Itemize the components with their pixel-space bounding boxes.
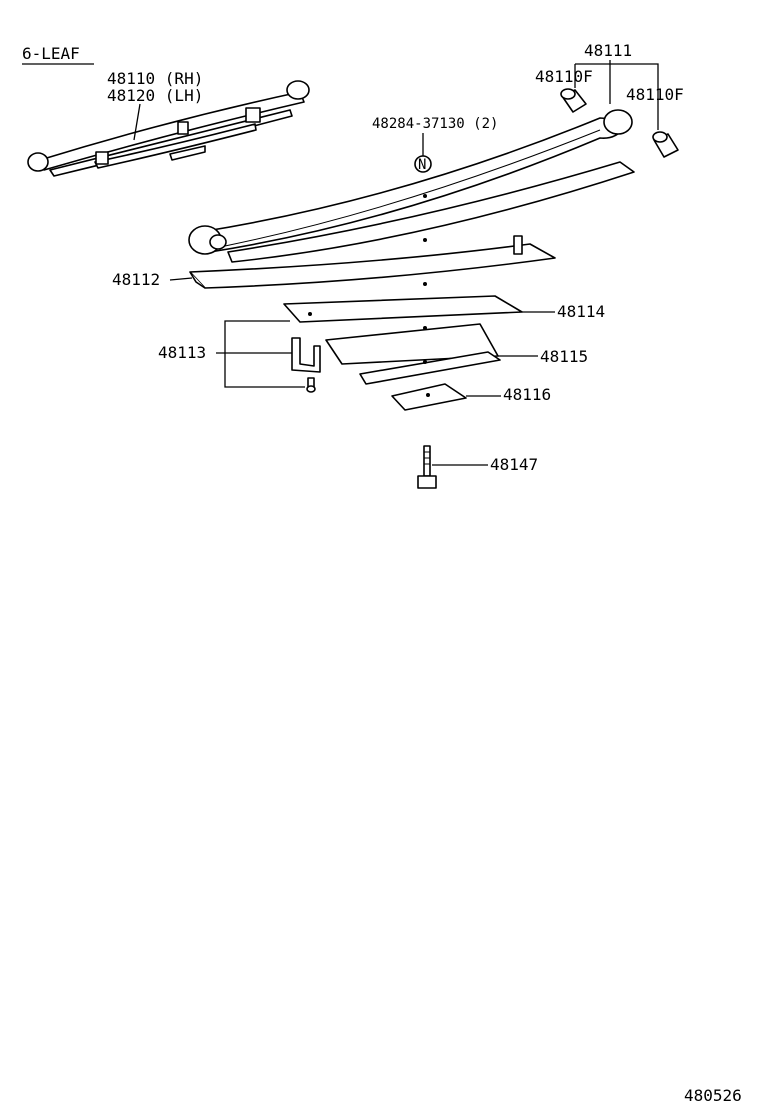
leaf-no2 xyxy=(189,235,556,289)
spring-assy-lh-label: 48120 (LH) xyxy=(107,86,203,105)
variant-label: 6-LEAF xyxy=(22,44,80,63)
clip-label: 48113 xyxy=(158,343,206,362)
leaf-no6-label: 48116 xyxy=(503,385,551,404)
leaf-lower xyxy=(359,351,501,385)
spring-assy-leader xyxy=(133,103,141,141)
clip-bracket xyxy=(224,320,305,388)
bushing-right xyxy=(652,131,679,158)
bushing-left-label: 48110F xyxy=(535,67,593,86)
leaf-no1 xyxy=(188,109,633,255)
note-marker-circle xyxy=(414,155,432,173)
clip-bolt-label: 48284-37130 (2) xyxy=(372,116,498,132)
spring-clip xyxy=(291,337,321,393)
diagram-code: 480526 xyxy=(684,1086,742,1105)
leaf-no2-label: 48112 xyxy=(112,270,160,289)
leaf-no1-label: 48111 xyxy=(584,41,632,60)
spring-assembly-thumbnail xyxy=(27,80,310,177)
leaf-no3 xyxy=(227,161,635,263)
bushing-right-label: 48110F xyxy=(626,85,684,104)
note-marker: N xyxy=(418,157,426,173)
bushing-left xyxy=(560,88,587,113)
spring-assy-rh-label: 48110 (RH) xyxy=(107,69,203,88)
leaf-no6 xyxy=(391,383,467,411)
center-bolt-label: 48147 xyxy=(490,455,538,474)
leaf-no4-label: 48114 xyxy=(557,302,605,321)
leaf-no5-label: 48115 xyxy=(540,347,588,366)
center-bolt xyxy=(417,445,437,489)
leaf-no2-leader xyxy=(169,277,193,281)
leaf-no4 xyxy=(283,295,523,323)
bushing-bracket xyxy=(575,63,659,130)
